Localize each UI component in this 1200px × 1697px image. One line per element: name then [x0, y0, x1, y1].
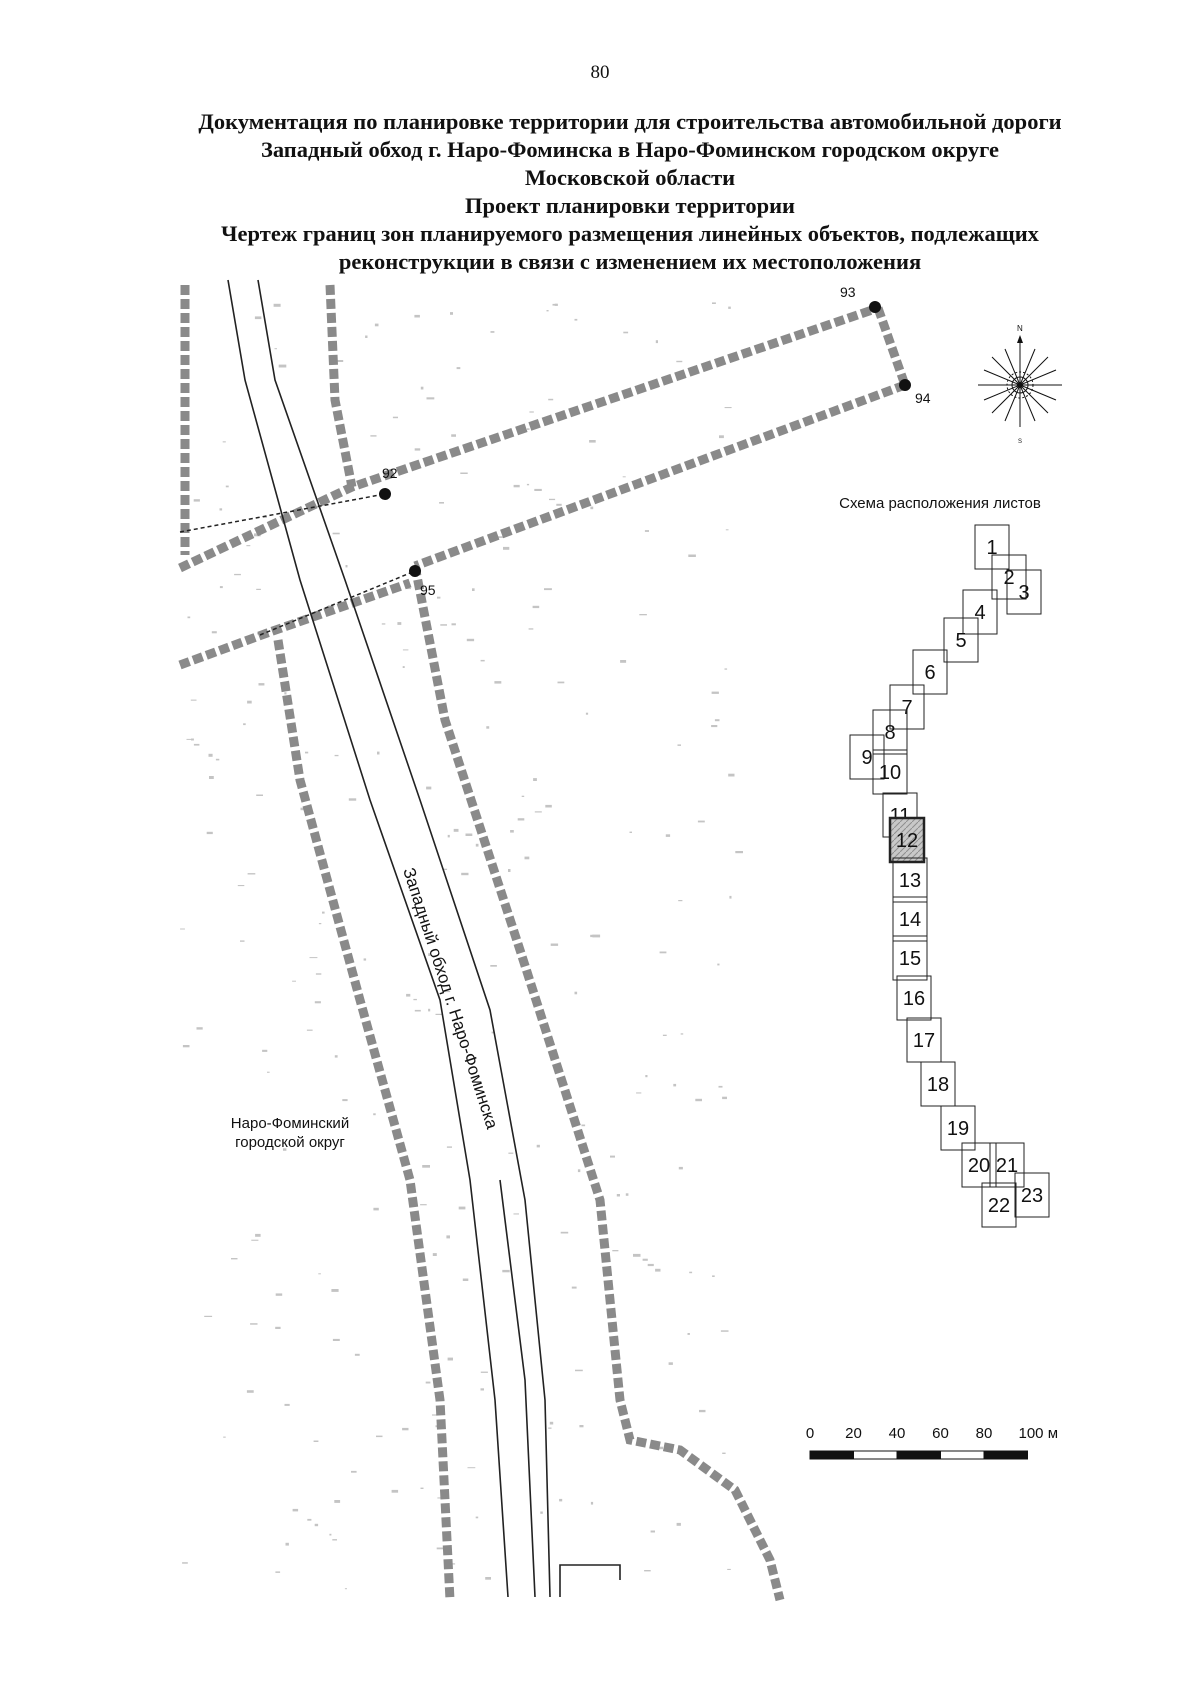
title-line-1: Документация по планировке территории дл… — [198, 109, 1062, 134]
title-line-3: Московской области — [524, 165, 736, 190]
sheet-scheme-title: Схема расположения листов — [839, 495, 1041, 512]
sheet-box-13 — [892, 857, 928, 903]
point-94 — [899, 379, 911, 391]
sheet-box-15 — [892, 935, 928, 981]
sheet-box-12 — [888, 816, 926, 864]
scale-segment-1 — [853, 1450, 898, 1460]
point-95 — [409, 565, 421, 577]
sheet-label-12: 12 — [896, 830, 918, 852]
sheet-box-19 — [940, 1105, 976, 1151]
point-93 — [869, 301, 881, 313]
sheet-label-7: 7 — [901, 697, 912, 719]
sheet-box-5 — [943, 617, 979, 663]
scale-tick-label-1: 20 — [845, 1425, 862, 1442]
sheet-box-16 — [896, 975, 932, 1021]
scale-segment-2 — [896, 1450, 941, 1460]
connector-95 — [259, 570, 416, 636]
compass-north-label: N — [1017, 324, 1023, 333]
scale-segment-3 — [940, 1450, 985, 1460]
sheet-label-15: 15 — [899, 948, 921, 970]
sheet-label-10: 10 — [879, 762, 901, 784]
title-line-4: Проект планировки территории — [464, 193, 796, 218]
point-label-93: 93 — [840, 284, 856, 300]
point-92 — [379, 488, 391, 500]
terrain-specks — [180, 302, 743, 1590]
sheet-label-18: 18 — [927, 1074, 949, 1096]
compass-south-label: S — [1018, 439, 1022, 445]
scale-tick-label-0: 0 — [806, 1425, 814, 1442]
sheet-box-10 — [872, 749, 908, 795]
boundary-points: 92 93 94 95 — [379, 284, 931, 598]
sheet-box-23 — [1014, 1172, 1050, 1218]
zone-boundaries — [178, 284, 910, 1602]
boundary-lower-strip — [178, 578, 412, 670]
boundary-upper-strip-bottom — [413, 380, 907, 571]
road-lines — [227, 279, 621, 1598]
sheet-box-9 — [849, 734, 885, 780]
sheet-label-4: 4 — [974, 602, 985, 624]
sheet-box-2 — [991, 554, 1027, 600]
sheet-label-21: 21 — [996, 1155, 1018, 1177]
sheet-box-14 — [892, 896, 928, 942]
sheet-box-21 — [989, 1142, 1025, 1188]
sheet-label-19: 19 — [947, 1118, 969, 1140]
district-label-line-1: Наро-Фоминский — [231, 1115, 349, 1132]
sheet-box-3 — [1006, 569, 1042, 615]
sheet-label-22: 22 — [988, 1195, 1010, 1217]
sheet-label-14: 14 — [899, 909, 921, 931]
sheet-label-2: 2 — [1003, 567, 1014, 589]
sheet-label-16: 16 — [903, 988, 925, 1010]
scale-tick-label-5: 100 м — [1019, 1425, 1059, 1442]
sheet-label-3: 3 — [1018, 582, 1029, 604]
sheet-box-4 — [962, 589, 998, 635]
boundary-upper-right — [873, 306, 910, 387]
sheet-box-6 — [912, 649, 948, 695]
point-label-92: 92 — [382, 465, 398, 481]
scale-tick-label-3: 60 — [932, 1425, 949, 1442]
title-line-6: реконструкции в связи с изменением их ме… — [338, 249, 922, 274]
page-number: 80 — [590, 62, 610, 83]
sheet-label-8: 8 — [884, 722, 895, 744]
boundary-left-inner — [325, 284, 357, 488]
sheet-box-8 — [872, 709, 908, 755]
scale-tick-label-2: 40 — [889, 1425, 906, 1442]
point-label-94: 94 — [915, 390, 931, 406]
point-label-95: 95 — [420, 582, 436, 598]
scale-segment-0 — [809, 1450, 854, 1460]
boundary-upper-strip-top — [178, 303, 880, 573]
sheet-label-13: 13 — [899, 870, 921, 892]
sheet-label-9: 9 — [861, 747, 872, 769]
scale-segment-4 — [983, 1450, 1028, 1460]
road-line-3 — [499, 1179, 536, 1598]
sheet-box-18 — [920, 1061, 956, 1107]
district-label-line-2: городской округ — [235, 1134, 345, 1151]
boundary-road-left — [273, 639, 455, 1601]
sheet-label-6: 6 — [924, 662, 935, 684]
scale-bar: 0 20 40 60 80 100 м — [806, 1425, 1059, 1460]
sheet-label-1: 1 — [986, 537, 997, 559]
sheet-box-22 — [981, 1182, 1017, 1228]
scale-tick-label-4: 80 — [976, 1425, 993, 1442]
sheet-label-23: 23 — [1021, 1185, 1043, 1207]
sheet-label-20: 20 — [968, 1155, 990, 1177]
sheet-label-5: 5 — [955, 630, 966, 652]
title-line-2: Западный обход г. Наро-Фоминска в Наро-Ф… — [260, 137, 1000, 162]
road-line-2 — [257, 279, 551, 1598]
boundary-road-right — [410, 565, 785, 1602]
road-line-4 — [559, 1564, 621, 1597]
road-line-1 — [227, 279, 509, 1598]
sheet-label-17: 17 — [913, 1030, 935, 1052]
sheet-box-20 — [961, 1142, 997, 1188]
title-line-5: Чертеж границ зон планируемого размещени… — [221, 221, 1039, 246]
connector-92 — [179, 493, 386, 533]
document-title: Документация по планировке территории дл… — [150, 108, 1110, 276]
compass-rose-icon: N S — [978, 324, 1062, 445]
